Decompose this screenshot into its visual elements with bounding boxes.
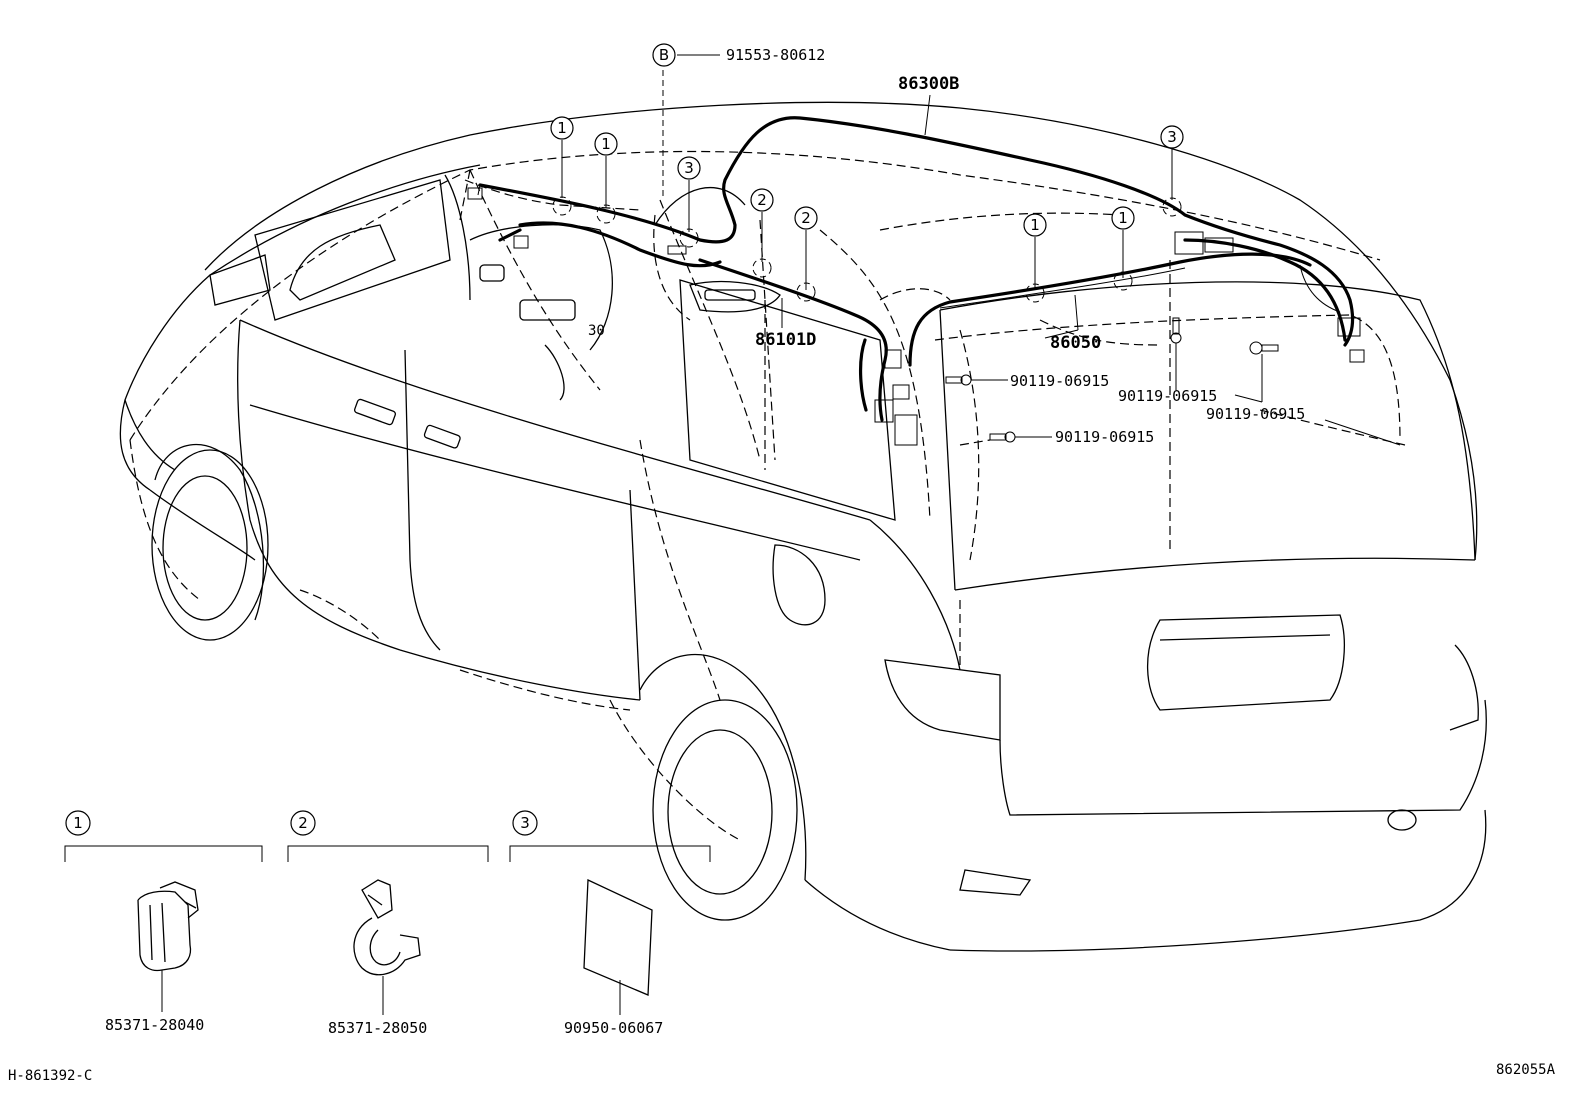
marker-3: 3 [677,156,701,180]
marker-b: B [652,43,676,67]
part-label-bolt: 91553-80612 [726,46,825,64]
svg-text:3: 3 [1167,128,1177,146]
marker-2: 2 [750,188,774,212]
svg-text:2: 2 [298,814,308,832]
svg-text:1: 1 [601,135,611,153]
clamp-icon [137,881,199,1012]
detail-panel-3: 3 90950-06067 [509,810,711,1037]
part-label-cushion-3: 90950-06067 [564,1019,663,1037]
screw-icon [945,374,1008,386]
antenna-feeder-front [698,258,888,422]
part-label-screw: 90119-06915 [1055,428,1154,446]
marker-1: 1 [550,116,574,140]
wire-harness-group [467,116,1365,446]
marker-3: 3 [1160,125,1184,149]
screw-icon [989,431,1052,443]
detail-panel-2: 2 85371-28050 [287,810,489,1037]
marker-1: 1 [594,132,618,156]
circle-markers: B 1 1 3 2 2 1 1 [550,43,1184,237]
screw-icon [1170,317,1182,390]
svg-text:1: 1 [1030,216,1040,234]
marker-1: 1 [1023,213,1047,237]
part-label-screw: 90119-06915 [1010,372,1109,390]
footer-code-right: 862055A [1496,1062,1556,1078]
roof-harness [478,116,1355,347]
svg-text:3: 3 [684,159,694,177]
svg-text:1: 1 [557,119,567,137]
part-label-clamp-2: 85371-28050 [328,1019,427,1037]
antenna-cable-rear [908,252,1312,367]
svg-text:B: B [659,46,669,64]
detail-panels: 1 85371-28040 2 [64,810,711,1037]
part-labels: 91553-80612 86300B 86101D 86050 90119-06… [726,46,1305,446]
svg-text:1: 1 [1118,209,1128,227]
leader-lines [552,54,1401,446]
svg-text:30: 30 [588,323,605,339]
part-label-antenna-rear: 86050 [1050,333,1101,353]
headliner-phantom-lines [129,70,1406,841]
svg-text:1: 1 [73,814,83,832]
vehicle-outline: 30 [119,101,1487,952]
part-label-screw: 90119-06915 [1206,405,1305,423]
screw-icons [945,317,1279,443]
clamp-icon [353,879,421,1015]
cushion-icon [583,878,653,1015]
footer-code-left: H-861392-C [8,1068,92,1084]
part-label-antenna-front: 86101D [755,330,816,350]
screw-icon [1249,341,1279,402]
svg-text:2: 2 [757,191,767,209]
part-label-clamp-1: 85371-28040 [105,1016,204,1034]
marker-1: 1 [1111,206,1135,230]
marker-2: 2 [794,206,818,230]
svg-text:3: 3 [520,814,530,832]
detail-panel-1: 1 85371-28040 [64,810,263,1034]
svg-text:2: 2 [801,209,811,227]
part-label-roof-harness: 86300B [898,74,959,94]
part-label-screw: 90119-06915 [1118,387,1217,405]
